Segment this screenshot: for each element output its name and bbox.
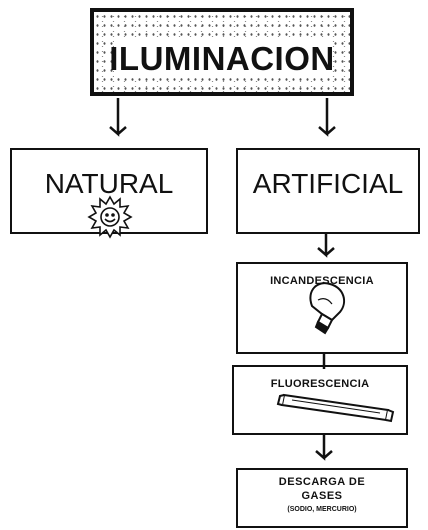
fluorescence-label: FLUORESCENCIA: [270, 378, 370, 390]
natural-box: NATURAL: [10, 148, 208, 234]
fluorescent-tube-icon: [276, 393, 395, 423]
arrow-artificial-to-incandescence: [317, 234, 335, 258]
gas-discharge-box: DESCARGA DE GASES (SODIO, MERCURIO): [236, 468, 408, 528]
incandescence-label: INCANDESCENCIA: [270, 275, 374, 287]
gas-discharge-detail: (SODIO, MERCURIO): [287, 506, 357, 513]
sun-icon: [87, 195, 133, 239]
artificial-box: ARTIFICIAL: [236, 148, 420, 234]
gas-discharge-label-line-1: DESCARGA DE: [278, 476, 366, 488]
artificial-label: ARTIFICIAL: [252, 168, 404, 199]
gas-discharge-label-line-2: GASES: [301, 490, 343, 502]
light-bulb-icon: [309, 282, 346, 335]
natural-label: NATURAL: [44, 168, 174, 199]
title-box: ILUMINACION: [90, 8, 354, 96]
arrow-title-to-artificial: [318, 98, 336, 137]
arrow-fluorescence-to-gas: [315, 435, 333, 461]
diagram-title: ILUMINACION: [109, 40, 335, 77]
arrow-title-to-natural: [109, 98, 127, 137]
title-background: [114, 38, 330, 78]
